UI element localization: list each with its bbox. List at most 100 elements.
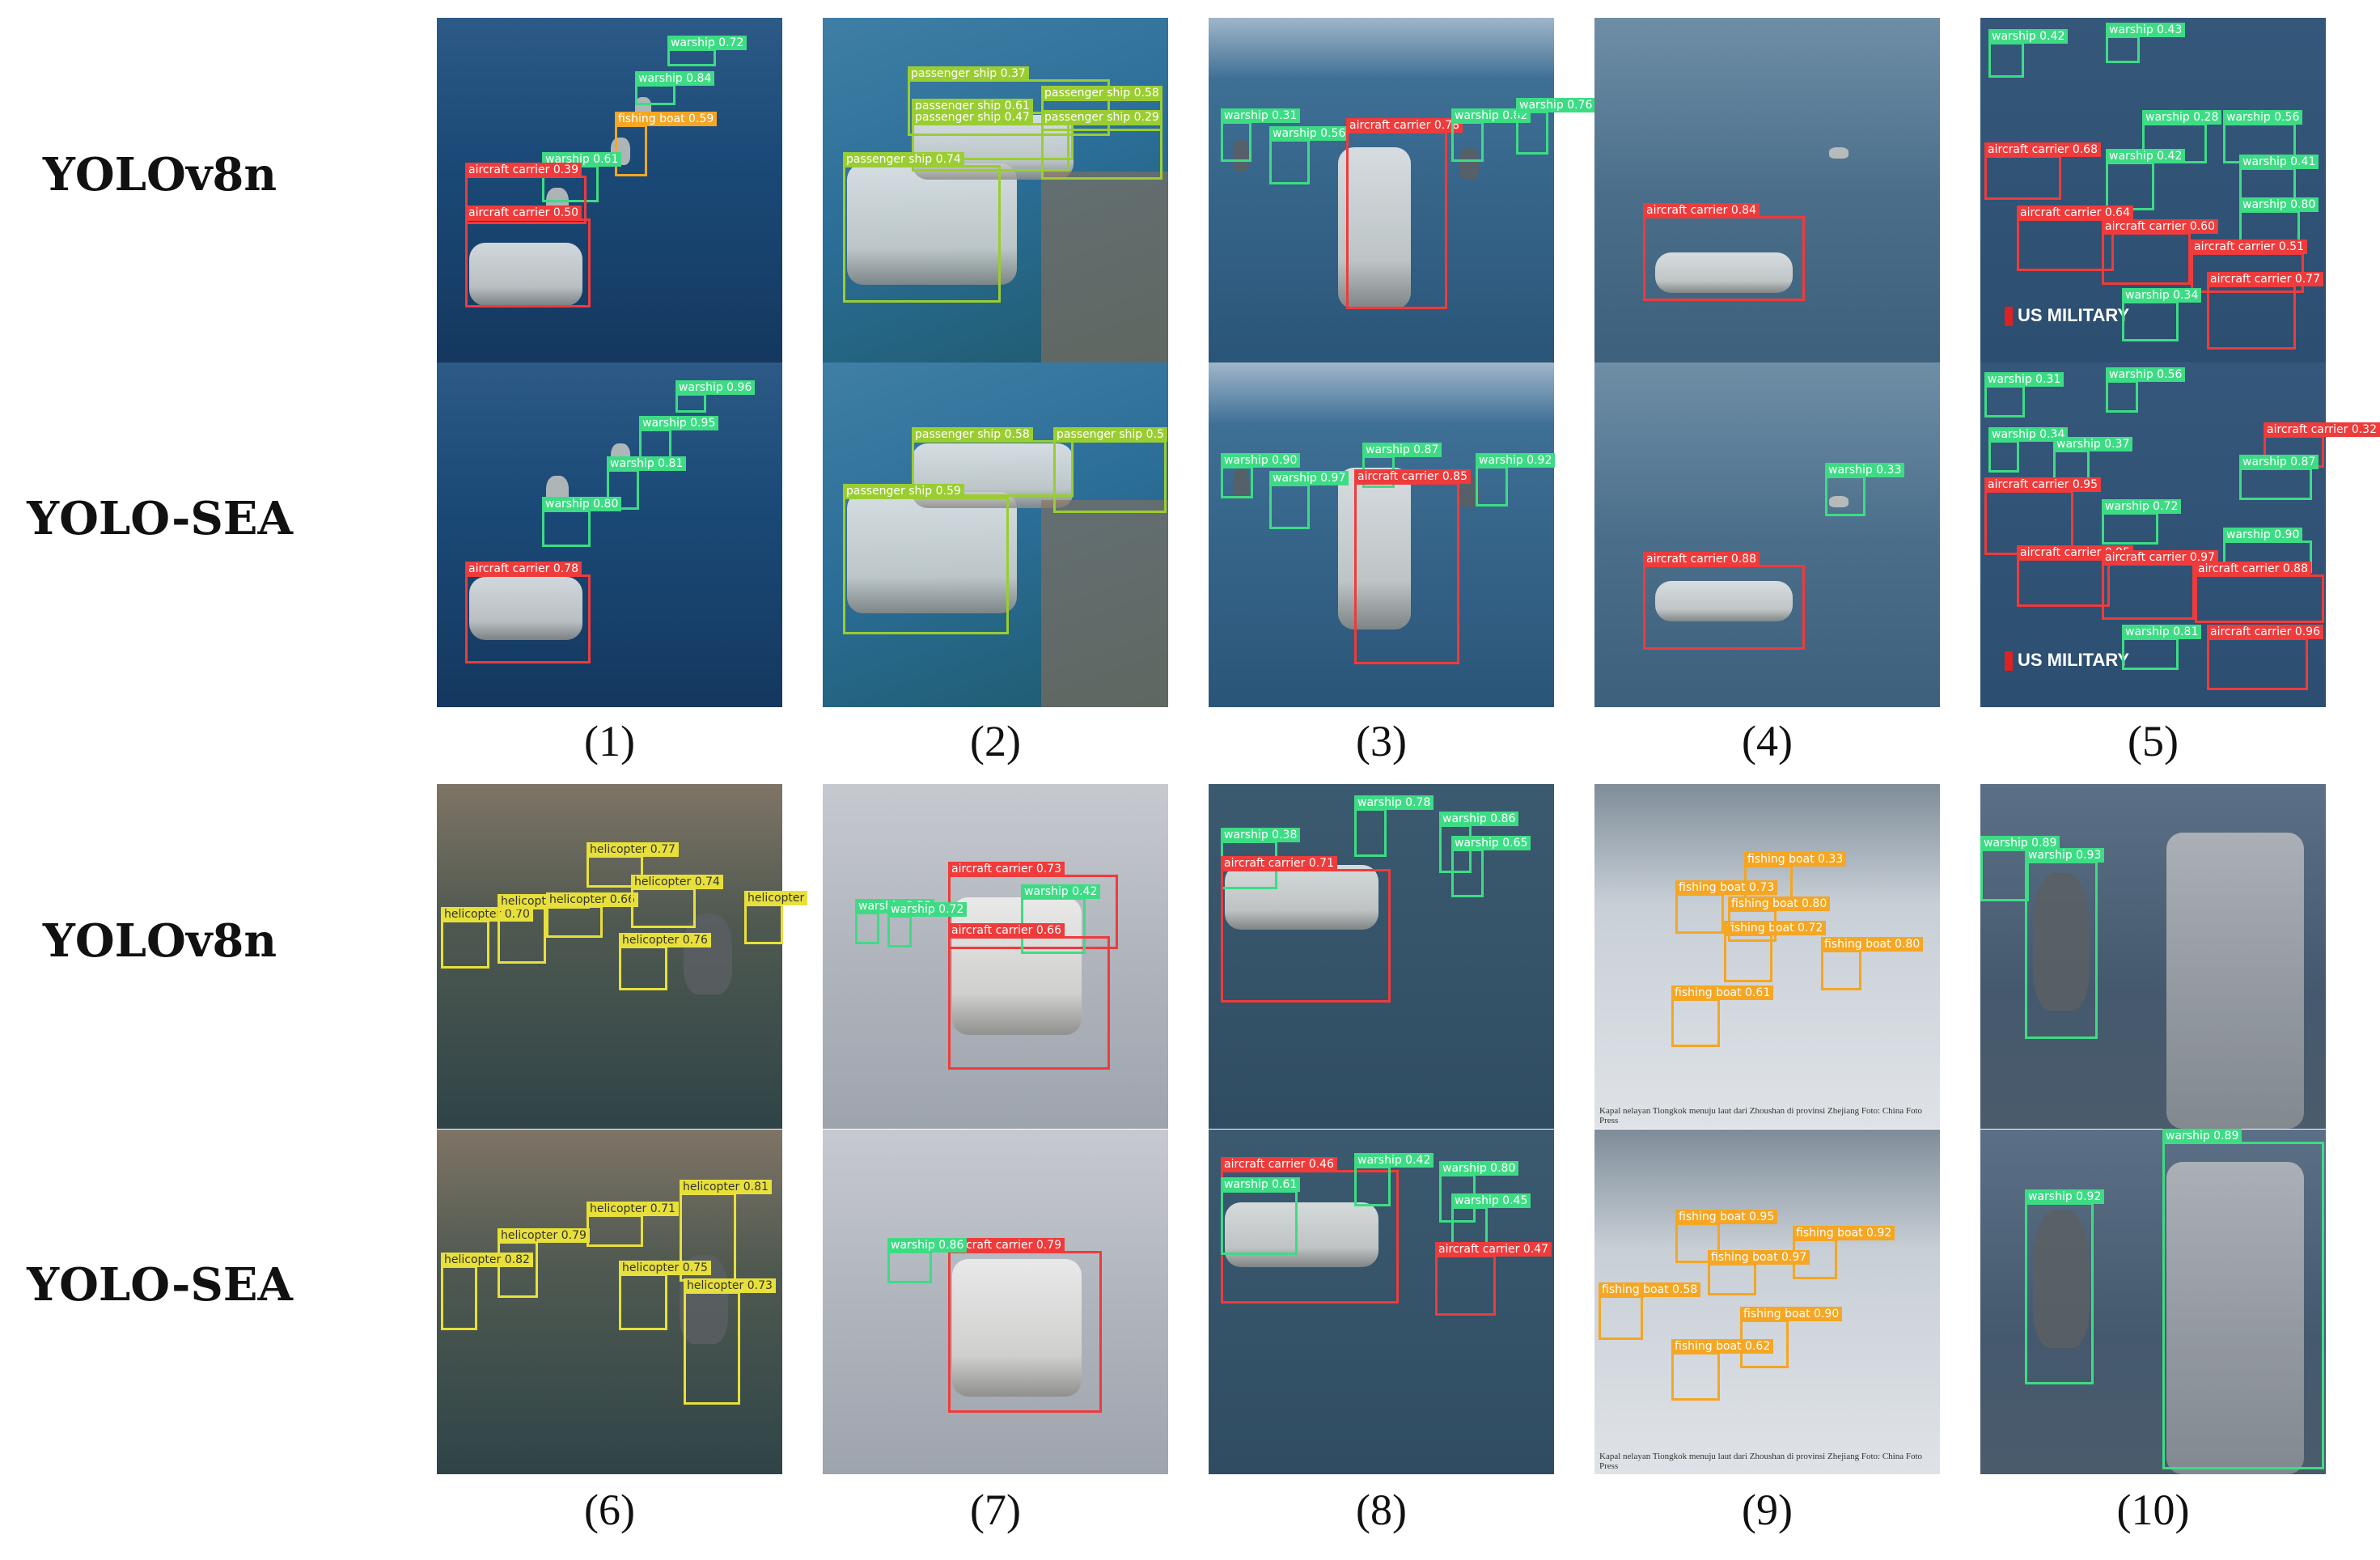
detection-box: aircraft carrier 0.97 [2102, 550, 2218, 620]
detection-box: warship 0.72 [2102, 499, 2182, 545]
detection-label: warship 0.82 [1451, 108, 1531, 123]
detection-label: aircraft carrier 0.46 [1221, 1157, 1337, 1172]
detection-label: helicopter 0.77 [587, 842, 679, 857]
detection-box: fishing boat 0.95 [1675, 1210, 1778, 1263]
detection-label: fishing boat 0.33 [1744, 852, 1847, 867]
detection-label: fishing boat 0.80 [1728, 897, 1831, 911]
detection-label: warship 0.84 [635, 71, 715, 86]
detection-label: aircraft carrier 0.64 [2017, 206, 2133, 220]
detection-box: warship 0.84 [635, 71, 715, 105]
detection-label: passenger ship 0.61 [912, 99, 1033, 113]
image-panel: warship 0.33 aircraft carrier 0.88 [1594, 362, 1940, 707]
detection-label: warship 0.78 [1354, 795, 1434, 810]
image-panel: passenger ship 0.58 passenger ship 0.5 pas… [823, 362, 1168, 707]
detection-box: helicopter 0.74 [631, 875, 723, 928]
detection-label: aircraft carrier 0.47 [1435, 1242, 1552, 1257]
detection-box: warship 0.31 [1221, 108, 1301, 162]
detection-box: warship 0.81 [2122, 625, 2202, 670]
us-military-watermark: US MILITARY [2005, 305, 2129, 326]
detection-box: warship 0.28 [2142, 110, 2222, 163]
detection-box: warship 0.61 [1221, 1177, 1301, 1255]
us-military-watermark: US MILITARY [2005, 650, 2129, 671]
row-label-yolo-sea-top: YOLO-SEA [27, 492, 293, 545]
detection-box: warship 0.96 [675, 380, 756, 413]
detection-box: aircraft carrier 0.78 [1346, 118, 1463, 309]
detection-label: passenger ship 0.5 [1053, 427, 1167, 442]
detection-label: fishing boat 0.58 [1599, 1282, 1701, 1297]
detection-box: aircraft carrier 0.79 [948, 1238, 1102, 1413]
detection-label: warship 0.41 [2239, 155, 2319, 169]
detection-label: fishing boat 0.61 [1671, 986, 1774, 1000]
detection-box: helicopter 0.73 [684, 1278, 776, 1405]
detection-label: aircraft carrier 0.66 [948, 923, 1065, 938]
detection-label: warship 0.92 [1476, 453, 1556, 468]
detection-box: fishing boat 0.58 [1599, 1282, 1701, 1340]
detection-label: aircraft carrier 0.60 [2102, 219, 2218, 234]
detection-label: passenger ship 0.58 [1041, 86, 1162, 100]
detection-box: helicopter 0.76 [619, 933, 711, 990]
detection-label: warship 0.31 [1221, 108, 1301, 123]
caption-4: (4) [1742, 717, 1793, 765]
detection-label: warship 0.43 [2106, 23, 2186, 37]
image-panel: aircraft carrier 0.84 [1594, 18, 1940, 362]
photo-credit: Kapal nelayan Tiongkok menuju laut dari … [1599, 1452, 1923, 1471]
detection-box: warship 0.76 [1516, 98, 1596, 155]
detection-box: aircraft carrier 0.47 [1435, 1242, 1552, 1316]
detection-label: aircraft carrier 0.32 [2264, 422, 2380, 437]
detection-label: passenger ship 0.58 [912, 427, 1033, 442]
row-label-yolov8n-bottom: YOLOv8n [42, 914, 277, 968]
detection-label: warship 0.37 [2053, 437, 2133, 451]
detection-label: warship 0.42 [1988, 29, 2069, 44]
detection-box: helicopter 0.75 [619, 1261, 711, 1330]
detection-box: helicopter 0.79 [498, 1228, 590, 1298]
detection-box: warship 0.92 [1476, 453, 1556, 507]
detection-box: warship 0.33 [1825, 463, 1905, 516]
detection-label: warship 0.56 [2106, 367, 2186, 382]
row-label-yolov8n-top: YOLOv8n [42, 148, 277, 201]
detection-label: warship 0.89 [1980, 836, 2060, 850]
detection-label: aircraft carrier 0.88 [1643, 552, 1760, 566]
detection-label: warship 0.28 [2142, 110, 2222, 125]
detection-label: aircraft carrier 0.85 [1354, 469, 1471, 484]
detection-label: warship 0.81 [607, 456, 687, 471]
detection-box: fishing boat 0.73 [1675, 880, 1778, 934]
caption-7: (7) [970, 1486, 1021, 1534]
detection-label: aircraft carrier 0.71 [1221, 856, 1337, 871]
detection-label: helicopter 0.75 [619, 1261, 711, 1275]
detection-box: warship 0.72 [667, 36, 747, 66]
detection-label: helicopter 0.66 [546, 892, 638, 907]
detection-box: fishing boat 0.90 [1740, 1307, 1843, 1368]
detection-label: aircraft carrier 0.77 [2207, 272, 2323, 286]
detection-label: warship 0.61 [1221, 1177, 1301, 1192]
detection-label: aircraft carrier 0.51 [2191, 240, 2307, 254]
detection-box: warship 0.78 [1354, 795, 1434, 857]
detection-box: warship 0.42 [1988, 29, 2069, 78]
detection-box: aircraft carrier 0.78 [465, 562, 591, 663]
detection-box: warship 0.89 [2162, 1129, 2324, 1469]
image-panel: US MILITARY warship 0.42 warship 0.43 wars… [1980, 18, 2326, 362]
detection-box: passenger ship 0.29 [1041, 110, 1162, 180]
detection-box: aircraft carrier 0.51 [2191, 240, 2307, 293]
detection-label: warship 0.38 [1221, 828, 1301, 842]
row-label-yolo-sea-bottom: YOLO-SEA [27, 1258, 293, 1312]
detection-box: passenger ship 0.59 [843, 484, 1009, 634]
detection-label: passenger ship 0.37 [908, 66, 1029, 81]
detection-label: warship 0.92 [2025, 1189, 2105, 1204]
detection-label: helicopter [744, 891, 808, 905]
image-panel: warship 0.92 warship 0.89 [1980, 1129, 2326, 1474]
image-panel: Kapal nelayan Tiongkok menuju laut dari … [1594, 784, 1940, 1129]
detection-label: warship 0.34 [2122, 288, 2202, 303]
detection-label: aircraft carrier 0.39 [465, 163, 582, 177]
detection-box: warship 0.42 [2106, 149, 2186, 210]
detection-label: aircraft carrier 0.78 [1346, 118, 1463, 133]
detection-box: aircraft carrier 0.77 [2207, 272, 2323, 350]
